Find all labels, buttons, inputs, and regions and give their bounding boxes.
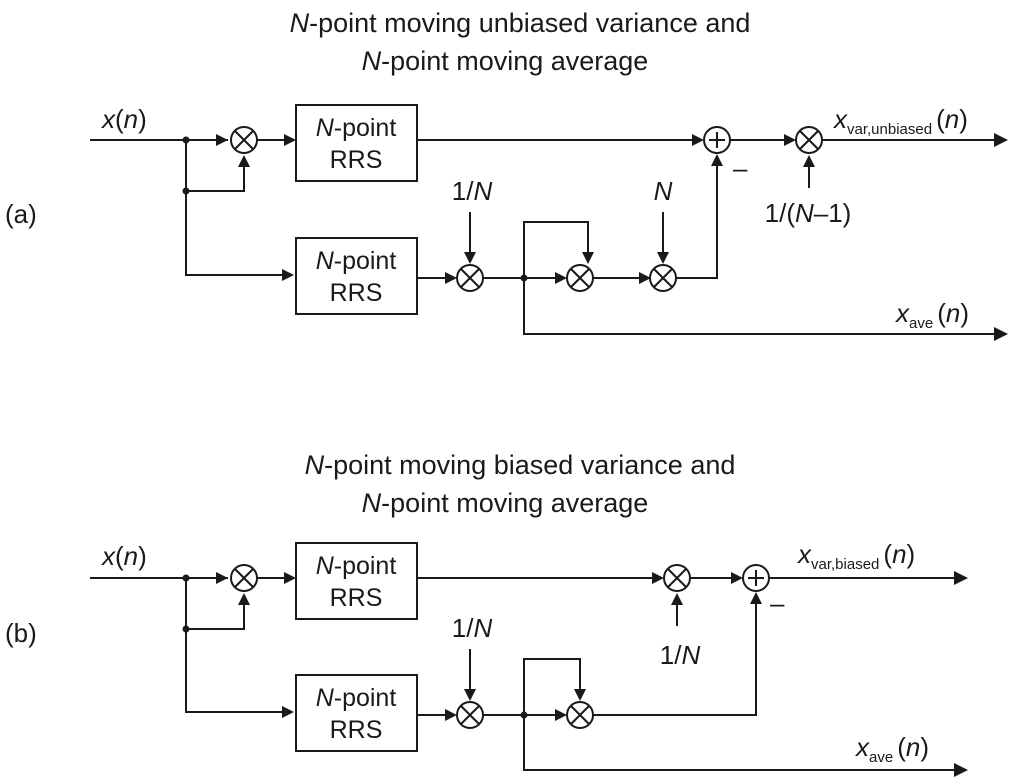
panel-b-rrs-top-line2: RRS	[330, 584, 383, 612]
panel-a-square-loop-wire	[523, 221, 589, 278]
panel-b-adder-minus: –	[770, 588, 785, 618]
panel-a-adder-minus: –	[733, 153, 748, 183]
panel-a-average-wire	[523, 278, 995, 335]
panel-b-average-wire	[523, 715, 955, 771]
panel-a-scale-multiplier	[795, 126, 823, 154]
panel-b-subtract-wire	[593, 597, 757, 716]
panel-a-label: (a)	[5, 199, 37, 229]
panel-a-divide-multiplier	[456, 264, 484, 292]
panel-b-lower-feed-wire	[185, 578, 288, 713]
panel-b-gain-1overN: 1/N	[452, 613, 493, 643]
panel-b-label: (b)	[5, 618, 37, 648]
panel-a-title-line1: N-point moving unbiased variance and	[290, 8, 751, 38]
panel-a-output-var: xvar,unbiased(n)	[832, 104, 968, 138]
panel-b-title-line2: N-point moving average	[362, 488, 649, 518]
panel-b-avg-square-multiplier	[566, 701, 594, 729]
panel-a-square-feed-wire	[186, 158, 245, 192]
panel-b-rrs-bottom	[295, 674, 418, 752]
panel-a-n-multiplier	[649, 264, 677, 292]
panel-b-output-var: xvar,biased(n)	[796, 539, 915, 573]
panel-a-avg-square-multiplier	[566, 264, 594, 292]
panel-b-divide-multiplier	[456, 701, 484, 729]
panel-a-rrs-bottom	[295, 237, 418, 315]
panel-b-input-label: x(n)	[100, 541, 147, 571]
panel-a-rrs-top-line1: N-point	[316, 114, 397, 142]
panel-a: N-point moving unbiased variance and N-p…	[5, 8, 1008, 341]
panel-b-rrs-top-line1: N-point	[316, 552, 397, 580]
panel-b-title-line1: N-point moving biased variance and	[305, 450, 736, 480]
panel-a-subtract-wire	[676, 159, 718, 279]
panel-b-gain-biased: 1/N	[660, 640, 701, 670]
panel-a-gain-N: N	[654, 176, 673, 206]
panel-b-square-loop-wire	[523, 658, 581, 715]
panel-a-input-label: x(n)	[100, 104, 147, 134]
panel-a-rrs-top	[295, 104, 418, 182]
panel-a-rrs-bottom-line2: RRS	[330, 279, 383, 307]
panel-a-rrs-bottom-line1: N-point	[316, 247, 397, 275]
panel-b-adder	[742, 564, 770, 592]
panel-a-adder	[703, 126, 731, 154]
panel-a-title-line2: N-point moving average	[362, 46, 649, 76]
panel-b-rrs-top	[295, 542, 418, 620]
panel-a-gain-unbiased: 1/(N–1)	[765, 198, 852, 228]
panel-b-square-feed-wire	[186, 596, 245, 630]
panel-a-gain-1overN: 1/N	[452, 176, 493, 206]
panel-a-output-ave: xave(n)	[894, 298, 969, 332]
panel-a-lower-feed-wire	[185, 140, 288, 276]
panel-b-square-multiplier	[230, 564, 258, 592]
panel-b-output-ave: xave(n)	[854, 732, 929, 766]
panel-b-scale-multiplier	[663, 564, 691, 592]
panel-a-rrs-top-line2: RRS	[330, 146, 383, 174]
panel-b-rrs-bottom-line2: RRS	[330, 716, 383, 744]
panel-a-square-multiplier	[230, 126, 258, 154]
panel-b-rrs-bottom-line1: N-point	[316, 684, 397, 712]
panel-b: N-point moving biased variance and N-poi…	[5, 450, 968, 777]
